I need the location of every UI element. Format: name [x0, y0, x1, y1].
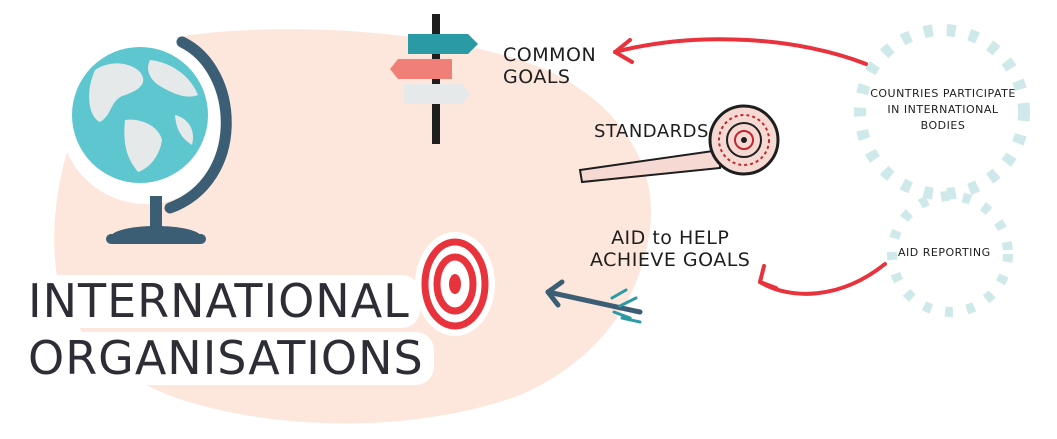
globe-icon	[60, 32, 232, 244]
signpost-icon	[390, 14, 478, 144]
countries-line-3: BODIES	[920, 118, 966, 132]
common-goals-line-1: COMMON	[503, 44, 597, 66]
standards-label: STANDARDS	[594, 121, 709, 142]
countries-label: COUNTRIES PARTICIPATE IN INTERNATIONAL B…	[868, 86, 1018, 134]
aid-label: AID to HELP ACHIEVE GOALS	[590, 227, 751, 272]
common-goals-line-2: GOALS	[503, 65, 571, 88]
reporting-to-aid-arrow	[758, 262, 887, 296]
title-line-2: ORGANISATIONS	[18, 331, 434, 385]
title-line-1: INTERNATIONAL	[18, 275, 420, 328]
measuring-tape-icon	[578, 104, 780, 184]
common-goals-label: COMMON GOALS	[503, 44, 597, 89]
aid-line-2: ACHIEVE GOALS	[590, 248, 751, 271]
countries-line-1: COUNTRIES PARTICIPATE	[870, 87, 1016, 100]
countries-line-2: IN INTERNATIONAL	[887, 102, 999, 116]
aid-line-1: AID to HELP	[611, 227, 730, 249]
aid-reporting-halo	[887, 191, 1013, 317]
countries-halo	[854, 24, 1030, 200]
aid-reporting-label: AID REPORTING	[898, 246, 991, 259]
countries-to-goals-arrow	[613, 37, 868, 66]
target-icon	[415, 232, 495, 336]
arrow-icon	[545, 279, 643, 324]
page-title: INTERNATIONAL ORGANISATIONS	[18, 275, 434, 385]
